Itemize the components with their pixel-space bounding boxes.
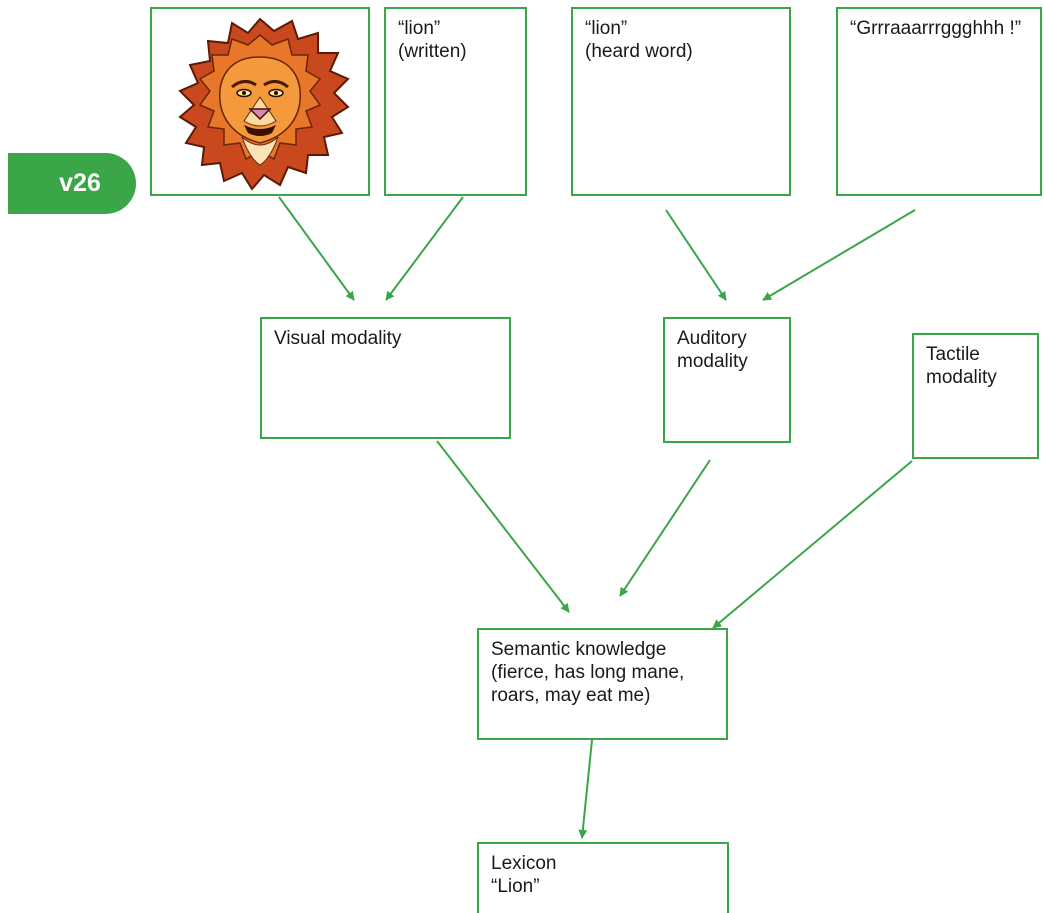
node-text-line: modality — [677, 351, 748, 372]
node-lion-heard: “lion” (heard word) — [571, 7, 791, 196]
arrow-visual-to-semantic — [436, 440, 570, 613]
node-roar: “Grrraaarrrggghhh !” — [836, 7, 1042, 196]
node-text-line: Tactile — [926, 344, 980, 365]
node-text-line: Lexicon — [491, 853, 557, 874]
node-text-line: roars, may eat me) — [491, 685, 651, 706]
node-text-line: “Lion” — [491, 876, 540, 897]
node-text-line: (heard word) — [585, 41, 693, 62]
node-text-line: modality — [926, 367, 997, 388]
node-text-line: Semantic knowledge — [491, 639, 667, 660]
lion-face-icon — [178, 17, 350, 191]
node-text-line: (fierce, has long mane, — [491, 662, 685, 683]
node-text-line: “lion” — [398, 18, 441, 39]
arrow-roar-to-auditory — [762, 209, 916, 301]
node-lion-image — [150, 7, 370, 196]
node-tactile-modality: Tactile modality — [912, 333, 1039, 459]
node-semantic-knowledge: Semantic knowledge (fierce, has long man… — [477, 628, 728, 740]
node-text-line: (written) — [398, 41, 467, 62]
node-lion-written: “lion” (written) — [384, 7, 527, 196]
version-badge: v26 — [8, 153, 136, 214]
node-visual-modality: Visual modality — [260, 317, 511, 439]
arrow-image-to-visual — [278, 196, 355, 301]
arrow-tactile-to-semantic — [712, 460, 913, 629]
arrow-heard-to-auditory — [665, 209, 727, 301]
node-text-line: Visual modality — [274, 328, 402, 349]
node-lexicon: Lexicon “Lion” — [477, 842, 729, 913]
node-text-line: “lion” — [585, 18, 628, 39]
arrow-written-to-visual — [385, 196, 464, 301]
node-auditory-modality: Auditory modality — [663, 317, 791, 443]
node-text-line: Auditory — [677, 328, 747, 349]
arrow-semantic-to-lexicon — [578, 739, 593, 839]
arrow-auditory-to-semantic — [619, 459, 711, 597]
node-text-line: “Grrraaarrrggghhh !” — [850, 18, 1022, 39]
